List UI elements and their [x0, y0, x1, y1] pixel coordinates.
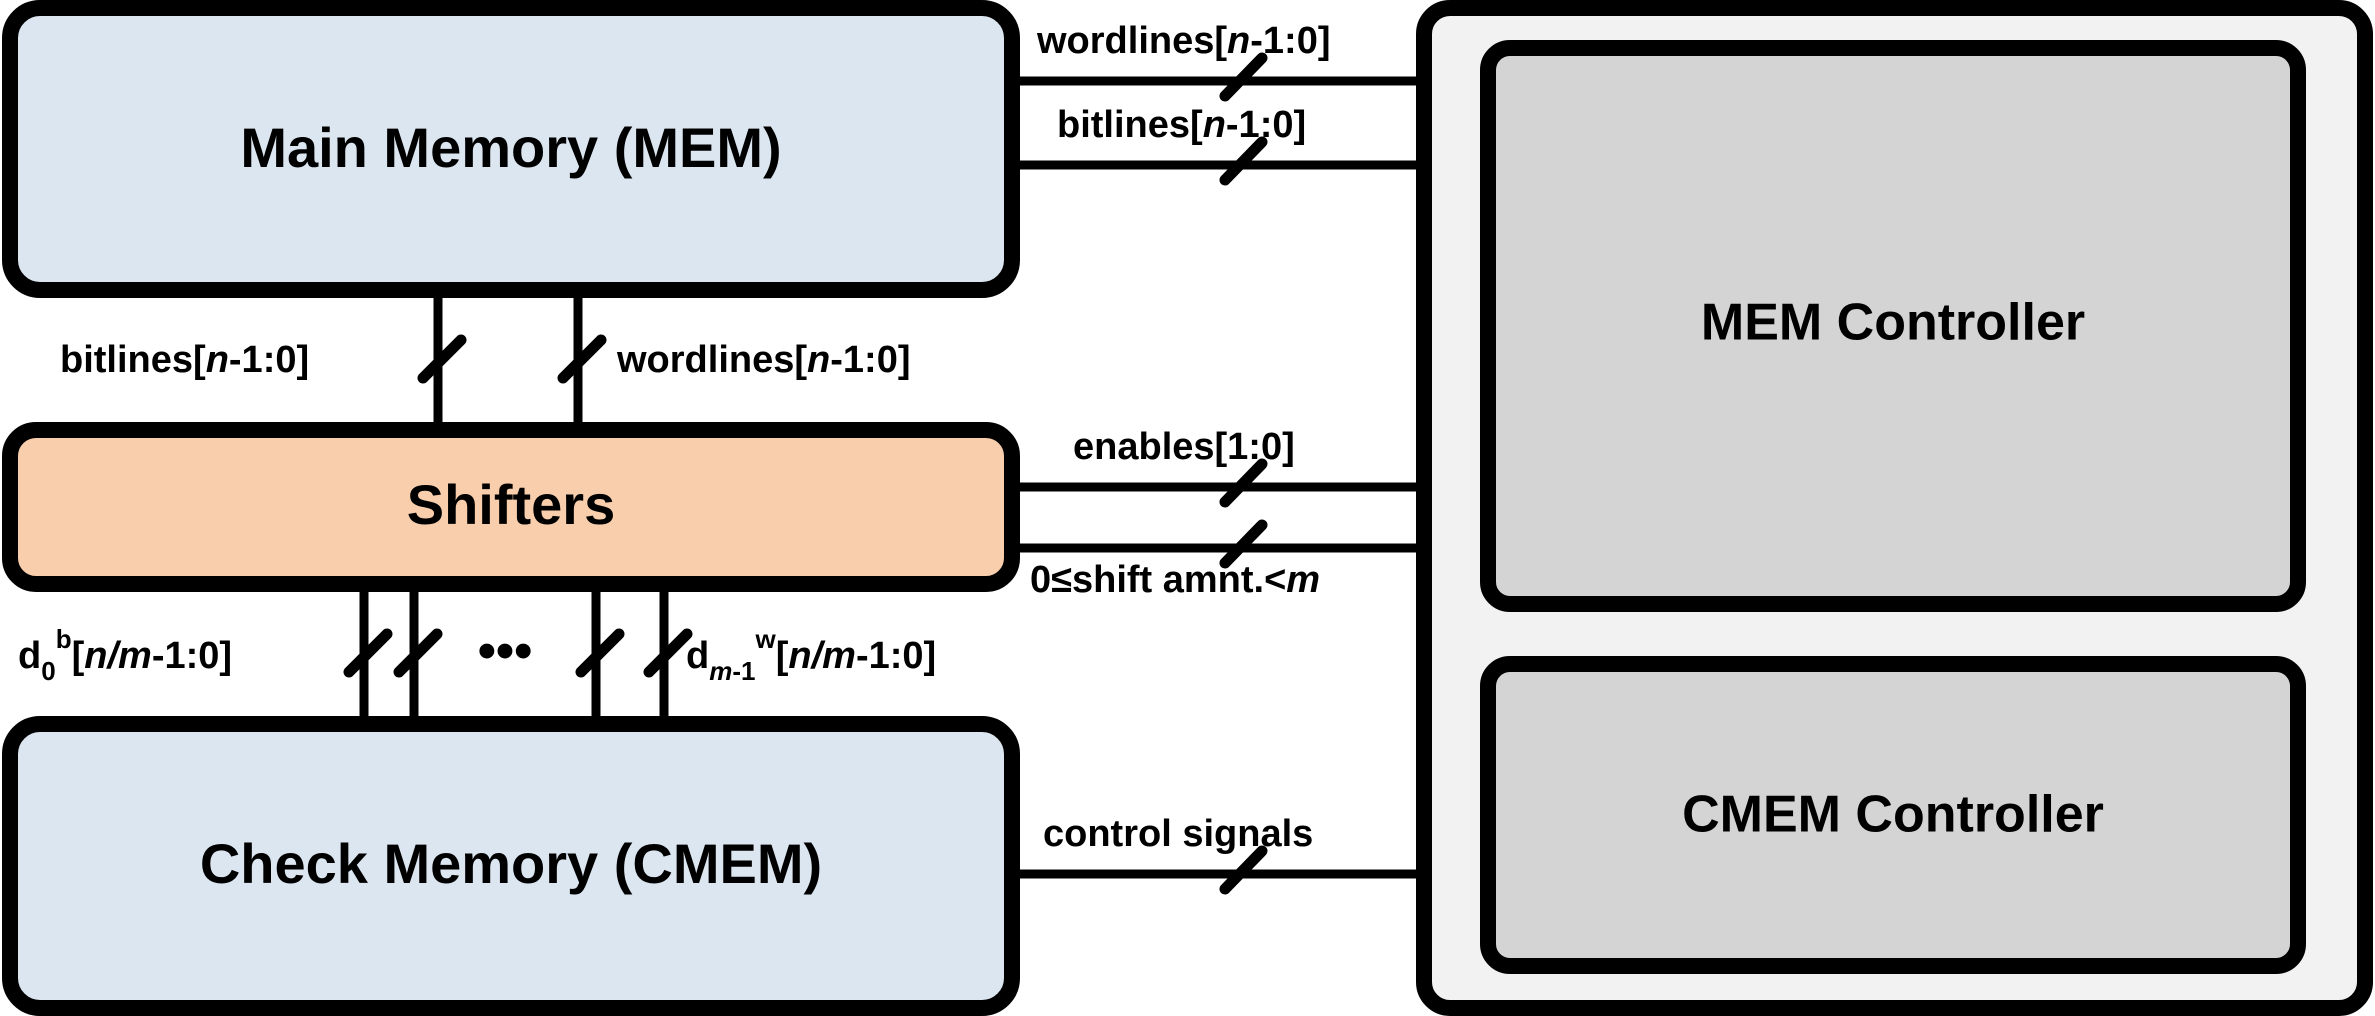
label-post: -1:0]	[229, 339, 309, 381]
d0-range-post: -1:0]	[152, 635, 232, 677]
block-cmem-controller[interactable]: CMEM Controller	[1480, 656, 2306, 974]
main-memory-box[interactable]	[2, 0, 1020, 298]
dm1-subscript-m: m	[709, 656, 732, 686]
bus-ellipsis: •••	[478, 622, 533, 680]
wire-mem-shifters-bitlines	[417, 288, 467, 432]
label-italic: n	[206, 339, 229, 381]
wire-label-mem-controller-wordlines: wordlines[n-1:0]	[1036, 20, 1330, 62]
d0-subscript: 0	[41, 656, 55, 686]
wire-shifters-cmem-dm1	[575, 582, 693, 726]
shifters-label: Shifters	[407, 473, 616, 536]
wire-label-mem-controller-bitlines: bitlines[n-1:0]	[1057, 104, 1306, 146]
wire-mem-controller-bitlines	[1012, 136, 1428, 186]
wire-label-shifters-cmem-d0: d0b[n/m-1:0]	[18, 624, 232, 686]
label-italic: m	[1286, 559, 1320, 601]
label-post: -1:0]	[830, 339, 910, 381]
wire-mem-shifters-wordlines	[557, 288, 607, 432]
mem-controller-label: MEM Controller	[1701, 294, 2085, 352]
dm1-subscript-post: -1	[732, 656, 755, 686]
label-pre: wordlines[	[1036, 20, 1227, 62]
label-italic: n	[807, 339, 830, 381]
label-pre: bitlines[	[1057, 104, 1203, 146]
dm1-range-slash: /	[810, 635, 826, 677]
wire-label-cmem-controller-control-signals: control signals	[1043, 813, 1313, 855]
label-pre: wordlines[	[616, 339, 807, 381]
dm1-range-n: n	[788, 635, 811, 677]
check-memory-label: Check Memory (CMEM)	[200, 832, 822, 895]
label-italic: n	[1227, 20, 1250, 62]
dm1-base: d	[686, 635, 709, 677]
block-shifters[interactable]: Shifters	[2, 422, 1020, 592]
d0-base: d	[18, 635, 41, 677]
d0-range-slash: /	[105, 635, 121, 677]
dm1-range-post: -1:0]	[856, 635, 936, 677]
controller-panel: MEM Controller CMEM Controller	[1416, 0, 2373, 1016]
d0-range-pre: [	[72, 635, 85, 677]
label-pre: control signals	[1043, 813, 1313, 855]
label-italic: n	[1203, 104, 1226, 146]
dm1-range-m: m	[822, 635, 856, 677]
wire-shifters-cmem-d0	[343, 582, 443, 726]
label-pre: bitlines[	[60, 339, 206, 381]
label-post: -1:0]	[1226, 104, 1306, 146]
d0-range-n: n	[84, 635, 107, 677]
dm1-superscript: w	[754, 624, 776, 654]
wire-mem-controller-wordlines	[1012, 52, 1428, 102]
dm1-range-pre: [	[776, 635, 789, 677]
wire-label-shifters-cmem-dm1: dm-1w[n/m-1:0]	[686, 624, 936, 686]
main-memory-label: Main Memory (MEM)	[240, 116, 781, 179]
wire-shifters-controller-enables	[1012, 458, 1428, 508]
cmem-controller-box[interactable]	[1480, 656, 2306, 974]
shifters-box[interactable]	[2, 422, 1020, 592]
block-check-memory[interactable]: Check Memory (CMEM)	[2, 716, 1020, 1016]
wire-label-shifters-controller-shift-amount: 0≤shift amnt.<m	[1030, 559, 1320, 601]
d0-superscript: b	[56, 624, 72, 654]
wire-label-shifters-controller-enables: enables[1:0]	[1073, 426, 1295, 468]
wire-label-mem-shifters-bitlines: bitlines[n-1:0]	[60, 339, 309, 381]
block-main-memory[interactable]: Main Memory (MEM)	[2, 0, 1020, 298]
wire-cmem-controller-control-signals	[1012, 845, 1428, 895]
label-pre: 0≤shift amnt.<	[1030, 559, 1286, 601]
cmem-controller-label: CMEM Controller	[1682, 786, 2104, 844]
mem-controller-box[interactable]	[1480, 40, 2306, 612]
label-pre: enables[1:0]	[1073, 426, 1295, 468]
wire-label-mem-shifters-wordlines: wordlines[n-1:0]	[616, 339, 910, 381]
label-post: -1:0]	[1250, 20, 1330, 62]
d0-range-m: m	[118, 635, 152, 677]
block-mem-controller[interactable]: MEM Controller	[1480, 40, 2306, 612]
wire-shifters-controller-shift-amount	[1012, 519, 1428, 569]
check-memory-box[interactable]	[2, 716, 1020, 1016]
